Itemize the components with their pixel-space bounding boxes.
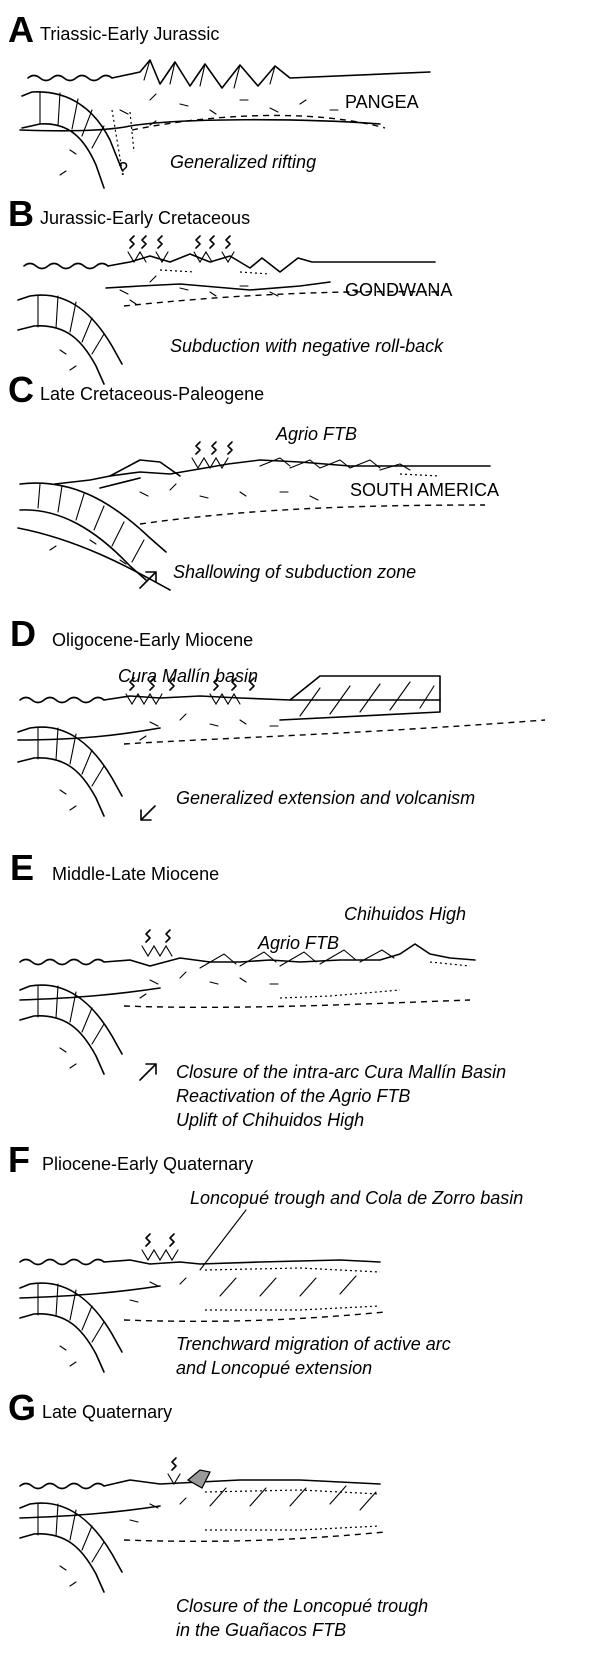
panel-e: E Middle-Late Miocene Chihuidos High Agr…	[10, 847, 506, 1130]
caption-e-2: Reactivation of the Agrio FTB	[176, 1086, 410, 1106]
label-south-america: SOUTH AMERICA	[350, 480, 499, 500]
label-cura-mallin-basin: Cura Mallín basin	[118, 666, 258, 686]
label-agrio-ftb-e: Agrio FTB	[257, 933, 339, 953]
caption-g-2: in the Guañacos FTB	[176, 1620, 346, 1640]
label-gondwana: GONDWANA	[345, 280, 452, 300]
panel-d: D Oligocene-Early Miocene Cura Mallín ba…	[10, 613, 545, 820]
panel-c-title: Late Cretaceous-Paleogene	[40, 384, 264, 404]
panel-g-letter: G	[8, 1387, 36, 1428]
volcano-symbols-e	[142, 930, 172, 956]
label-question-mark: ?	[118, 159, 128, 179]
caption-d-1: Generalized extension and volcanism	[176, 788, 475, 808]
panel-g-cross-section: Closure of the Loncopué trough in the Gu…	[20, 1458, 428, 1640]
panel-a-cross-section: PANGEA ? Generalized rifting	[20, 60, 430, 188]
volcano-symbols-f	[142, 1234, 178, 1260]
caption-g-1: Closure of the Loncopué trough	[176, 1596, 428, 1616]
arrow-d	[141, 806, 155, 820]
panel-a-title: Triassic-Early Jurassic	[40, 24, 219, 44]
label-agrio-ftb-c: Agrio FTB	[275, 424, 357, 444]
label-pangea: PANGEA	[345, 92, 419, 112]
panel-a: A Triassic-Early Jurassic PANGEA ? Gener…	[8, 9, 430, 188]
label-loncopue-trough: Loncopué trough and Cola de Zorro basin	[190, 1188, 523, 1208]
panel-c-cross-section: Agrio FTB SOUTH AMERICA Shallowing of su…	[18, 424, 499, 590]
panel-e-cross-section: Chihuidos High Agrio FTB Closure of the …	[20, 904, 506, 1130]
panel-a-letter: A	[8, 9, 34, 50]
panel-d-letter: D	[10, 613, 36, 654]
panel-f: F Pliocene-Early Quaternary Loncopué tro…	[8, 1139, 523, 1378]
caption-e-1: Closure of the intra-arc Cura Mallín Bas…	[176, 1062, 506, 1082]
panel-c-letter: C	[8, 369, 34, 410]
panel-e-letter: E	[10, 847, 34, 888]
volcano-symbol-g	[168, 1458, 180, 1484]
arrow-e	[140, 1064, 156, 1080]
caption-b-1: Subduction with negative roll-back	[170, 336, 444, 356]
panel-d-title: Oligocene-Early Miocene	[52, 630, 253, 650]
panel-b: B Jurassic-Early Cretaceous GONDWANA Sub…	[8, 193, 452, 384]
panel-e-title: Middle-Late Miocene	[52, 864, 219, 884]
panel-d-cross-section: Cura Mallín basin Generalized extension …	[18, 666, 545, 820]
panel-f-cross-section: Loncopué trough and Cola de Zorro basin …	[20, 1188, 523, 1378]
panel-g-title: Late Quaternary	[42, 1402, 172, 1422]
caption-f-1: Trenchward migration of active arc	[176, 1334, 451, 1354]
panel-c: C Late Cretaceous-Paleogene Agrio FTB SO…	[8, 369, 499, 590]
panel-f-letter: F	[8, 1139, 30, 1180]
caption-e-3: Uplift of Chihuidos High	[176, 1110, 364, 1130]
caption-f-2: and Loncopué extension	[176, 1358, 372, 1378]
caption-c-1: Shallowing of subduction zone	[173, 562, 416, 582]
panel-b-letter: B	[8, 193, 34, 234]
caption-a-1: Generalized rifting	[170, 152, 316, 172]
panel-b-cross-section: GONDWANA Subduction with negative roll-b…	[18, 236, 452, 384]
guanacos-ftb-wedge	[188, 1470, 210, 1488]
leader-line-f	[200, 1210, 246, 1270]
panel-g: G Late Quaternary Closure of the Loncopu…	[8, 1387, 428, 1640]
label-chihuidos-high: Chihuidos High	[344, 904, 466, 924]
panel-b-title: Jurassic-Early Cretaceous	[40, 208, 250, 228]
panel-f-title: Pliocene-Early Quaternary	[42, 1154, 253, 1174]
